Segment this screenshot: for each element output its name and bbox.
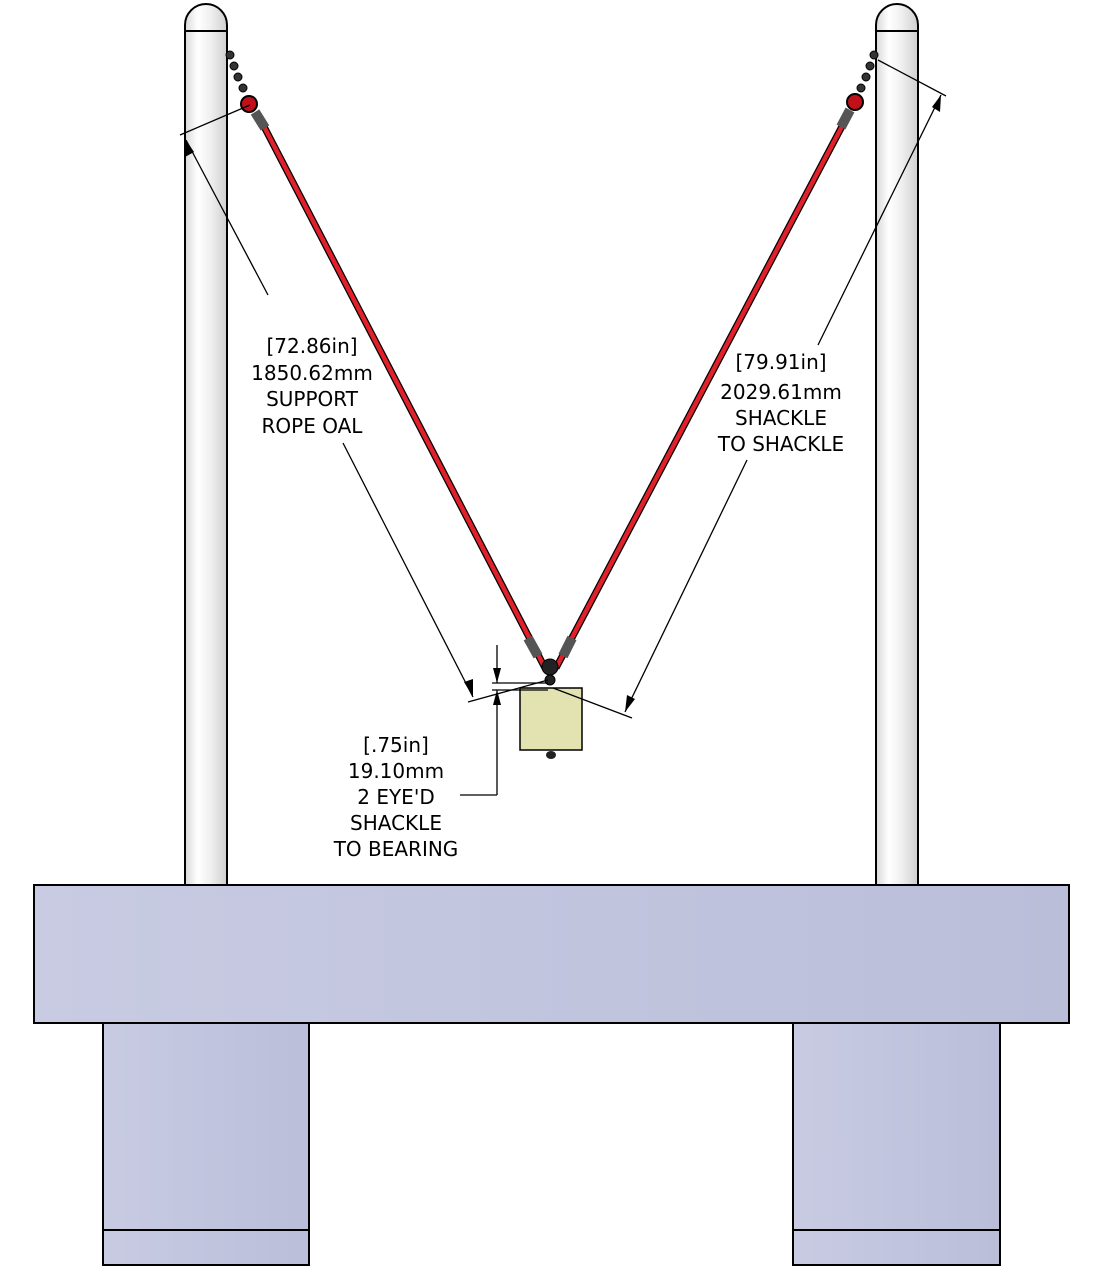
label-shackle-to-shackle: [79.91in] 2029.61mm SHACKLE TO SHACKLE (717, 350, 844, 456)
right-pole (875, 3, 919, 886)
label-line: SHACKLE (735, 406, 827, 430)
imperial-value: [79.91in] (735, 350, 826, 374)
label-line: 2 EYE'D (357, 785, 434, 809)
left-pole (184, 3, 228, 886)
right-chain (856, 50, 879, 93)
dimension-shackle-to-bearing (460, 645, 548, 796)
metric-value: 2029.61mm (720, 380, 842, 404)
left-footing (102, 1022, 310, 1266)
label-shackle-to-bearing: [.75in] 19.10mm 2 EYE'D SHACKLE TO BEARI… (333, 733, 459, 861)
dimension-shackle-to-shackle (552, 59, 947, 719)
metric-value: 19.10mm (348, 759, 444, 783)
left-chain (225, 50, 248, 93)
label-line: SUPPORT (266, 387, 359, 411)
base-slab (33, 884, 1070, 1024)
right-footing (792, 1022, 1001, 1266)
label-support-rope: [72.86in] 1850.62mm SUPPORT ROPE OAL (251, 334, 373, 438)
imperial-value: [.75in] (363, 733, 429, 757)
center-shackle (541, 658, 559, 686)
metric-value: 1850.62mm (251, 361, 373, 385)
dimension-support-rope (179, 104, 549, 703)
label-line: TO SHACKLE (717, 432, 844, 456)
right-rope (552, 93, 864, 670)
left-rope (240, 95, 549, 670)
bearing-block (519, 687, 583, 751)
bearing-knob (546, 751, 556, 759)
label-line: TO BEARING (333, 837, 459, 861)
imperial-value: [72.86in] (266, 334, 357, 358)
label-line: SHACKLE (350, 811, 442, 835)
label-line: ROPE OAL (262, 414, 364, 438)
